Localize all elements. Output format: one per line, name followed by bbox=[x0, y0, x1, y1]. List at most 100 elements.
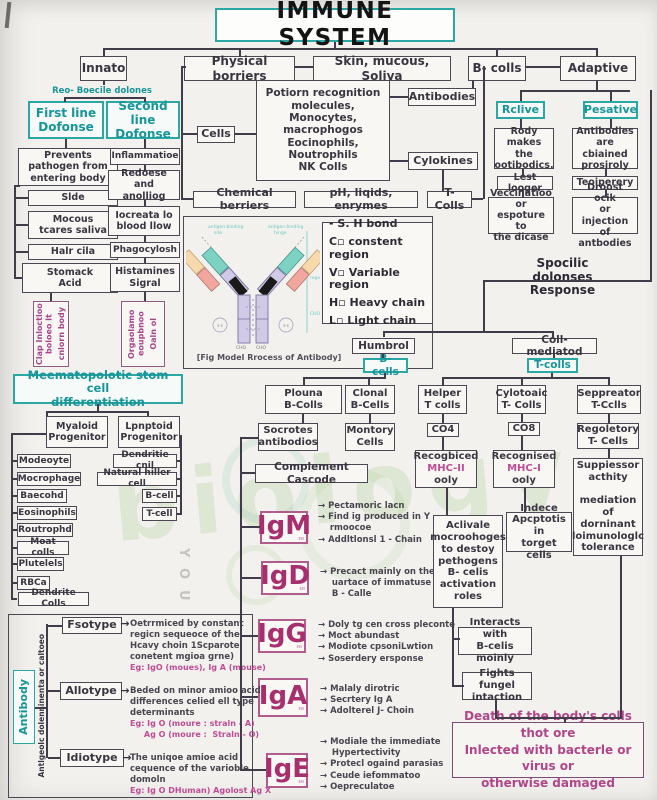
connector-line bbox=[608, 414, 610, 423]
connector-line bbox=[11, 495, 17, 497]
humoral: Humbrol bbox=[352, 338, 415, 354]
connector-line bbox=[452, 638, 460, 640]
connector-line bbox=[181, 66, 183, 200]
adaptive: Adaptive bbox=[560, 56, 636, 81]
connector-line bbox=[14, 224, 28, 226]
svg-text:hinge: hinge bbox=[274, 230, 287, 236]
connector-line bbox=[526, 66, 560, 68]
connector-line bbox=[620, 556, 622, 718]
connector-line bbox=[181, 66, 186, 68]
connector-line bbox=[64, 97, 66, 102]
connector-line bbox=[240, 635, 258, 637]
svg-text:CHO: CHO bbox=[256, 345, 267, 351]
connector-line bbox=[240, 769, 266, 771]
connector-line bbox=[48, 690, 60, 692]
connector-line bbox=[177, 513, 182, 515]
connector-line bbox=[11, 433, 13, 599]
connector-line bbox=[303, 377, 386, 379]
connector-line bbox=[383, 331, 385, 337]
connector-line bbox=[368, 377, 370, 385]
connector-line bbox=[11, 529, 17, 531]
connector-line bbox=[11, 582, 17, 584]
connector-line bbox=[390, 96, 408, 98]
svg-text:CHO: CHO bbox=[236, 345, 247, 351]
connector-line bbox=[103, 48, 105, 57]
last-longer: Lest looger bbox=[497, 172, 553, 194]
b-cells-top: B- colls bbox=[468, 56, 526, 81]
innate: Innato bbox=[80, 56, 127, 81]
connector-line bbox=[382, 354, 384, 358]
cells-box: Cells bbox=[197, 126, 235, 143]
connector-line bbox=[383, 331, 553, 333]
connector-line bbox=[46, 411, 149, 413]
macrophage: Mocrophage bbox=[17, 472, 81, 486]
main-title: IMMUNE SYSTEM bbox=[215, 0, 455, 51]
connector-line bbox=[240, 437, 242, 770]
connector-line bbox=[46, 624, 48, 758]
connector-line bbox=[64, 97, 146, 99]
figure-caption: [Fig Model Rrocess of Antibody] bbox=[196, 353, 342, 363]
connector-line bbox=[14, 277, 22, 279]
svg-text:site: site bbox=[214, 230, 222, 236]
cytokines: Cylokines bbox=[408, 152, 478, 170]
cell-mediated: Coll-mediatod bbox=[512, 334, 597, 358]
connector-line bbox=[596, 48, 598, 57]
connector-line bbox=[144, 292, 146, 301]
connector-line bbox=[14, 185, 20, 187]
igm-desc: → Pectamoric lacn→ Find ig produced in Y… bbox=[318, 501, 431, 545]
antibody-structure-figure: s-s s-s antigen binding site antigen bin… bbox=[186, 224, 320, 351]
connector-line bbox=[144, 139, 146, 148]
idiotype-box: Idiotype bbox=[60, 749, 124, 767]
svg-text:s-s: s-s bbox=[217, 323, 223, 328]
connector-line bbox=[495, 717, 622, 719]
connector-line bbox=[608, 377, 610, 385]
connector-line bbox=[240, 472, 255, 474]
connector-line bbox=[384, 373, 386, 379]
complement-cascade: Complement Cascode bbox=[255, 461, 368, 486]
connector-line bbox=[180, 435, 182, 515]
connector-line bbox=[553, 354, 555, 358]
temporary: Teoiperery bbox=[572, 176, 638, 190]
mast-cells: Moat colls bbox=[17, 537, 69, 558]
skin-item: Slde bbox=[28, 190, 118, 206]
connector-line bbox=[65, 139, 67, 148]
antibodies: Antibodies bbox=[408, 88, 476, 106]
svg-text:CHO: CHO bbox=[310, 311, 320, 317]
connector-line bbox=[103, 80, 105, 85]
connector-line bbox=[144, 165, 146, 171]
connector-line bbox=[240, 526, 260, 528]
physical-barriers: Physical borriers bbox=[184, 54, 295, 83]
phagocytosis: Phagocylosh bbox=[110, 242, 180, 258]
igd-desc: → Precact mainly on the uartace of immat… bbox=[320, 567, 435, 600]
connector-line bbox=[521, 414, 523, 422]
nonspecific-label: Reo- Boecile dolones bbox=[52, 85, 152, 96]
connector-line bbox=[50, 293, 52, 301]
right-light-chain bbox=[256, 246, 320, 298]
hair-cilia-item: Halr cila bbox=[28, 244, 118, 260]
connector-line bbox=[240, 696, 258, 698]
dendritic-cell: Dendritie cnil bbox=[113, 450, 177, 471]
allotype-arrow: → bbox=[120, 683, 130, 697]
svg-text:region: region bbox=[310, 275, 320, 281]
connector-line bbox=[442, 377, 444, 385]
